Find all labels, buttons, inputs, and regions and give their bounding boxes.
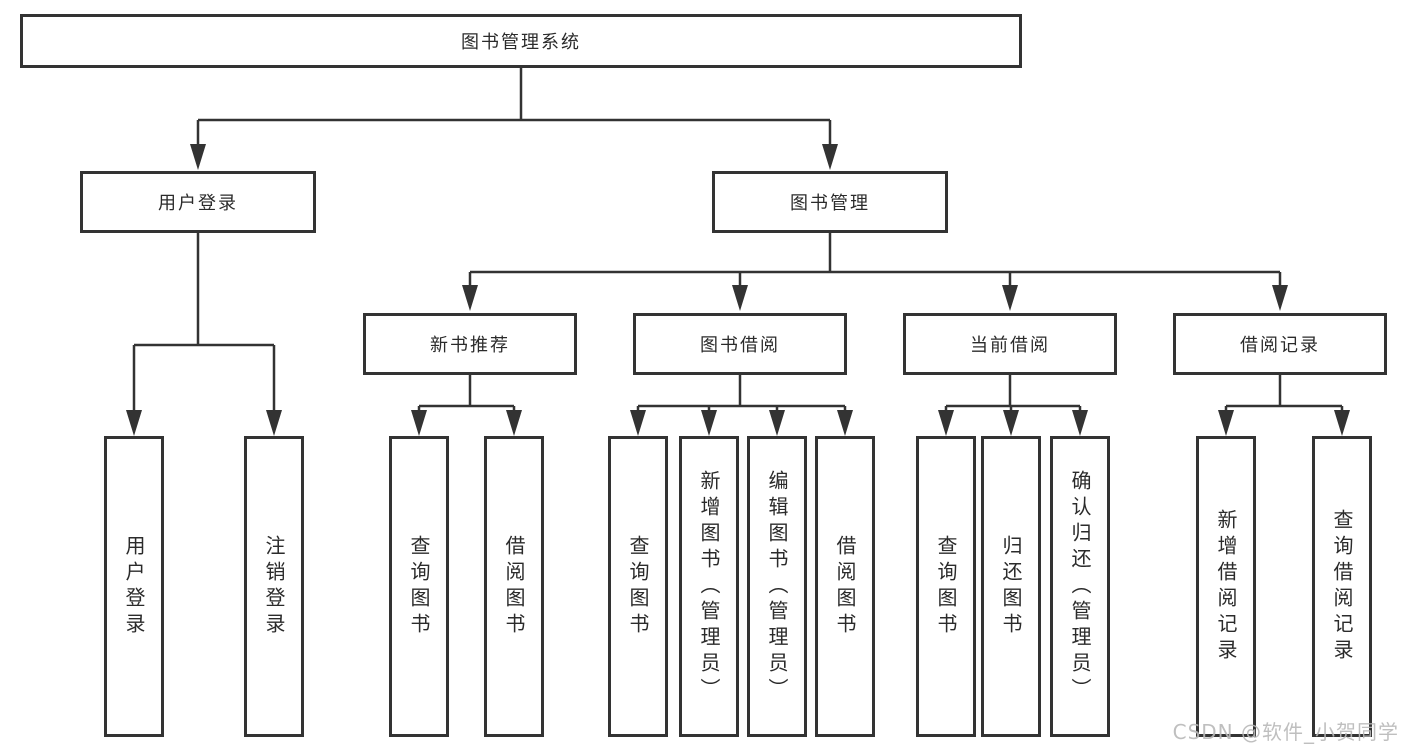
- leaf-add-borrow-record: 新增借阅记录: [1196, 436, 1256, 737]
- node-library-management-system: 图书管理系统: [20, 14, 1022, 68]
- node-new-book-recommendation: 新书推荐: [363, 313, 577, 375]
- leaf-edit-books-admin: 编辑图书（管理员）: [747, 436, 807, 737]
- leaf-logout: 注销登录: [244, 436, 304, 737]
- node-book-management-branch: 图书管理: [712, 171, 948, 233]
- leaf-add-books-admin: 新增图书（管理员）: [679, 436, 739, 737]
- csdn-watermark: CSDN @软件_小贺同学: [1172, 720, 1399, 744]
- leaf-return-books: 归还图书: [981, 436, 1041, 737]
- leaf-query-books-borrowing: 查询图书: [608, 436, 668, 737]
- leaf-confirm-return-admin: 确认归还（管理员）: [1050, 436, 1110, 737]
- node-borrowing-records: 借阅记录: [1173, 313, 1387, 375]
- node-user-login-branch: 用户登录: [80, 171, 316, 233]
- node-book-borrowing: 图书借阅: [633, 313, 847, 375]
- leaf-query-borrow-record: 查询借阅记录: [1312, 436, 1372, 737]
- leaf-query-books-recommend: 查询图书: [389, 436, 449, 737]
- leaf-query-books-current: 查询图书: [916, 436, 976, 737]
- leaf-borrow-books-borrowing: 借阅图书: [815, 436, 875, 737]
- leaf-user-login: 用户登录: [104, 436, 164, 737]
- leaf-borrow-books-recommend: 借阅图书: [484, 436, 544, 737]
- node-current-borrowing: 当前借阅: [903, 313, 1117, 375]
